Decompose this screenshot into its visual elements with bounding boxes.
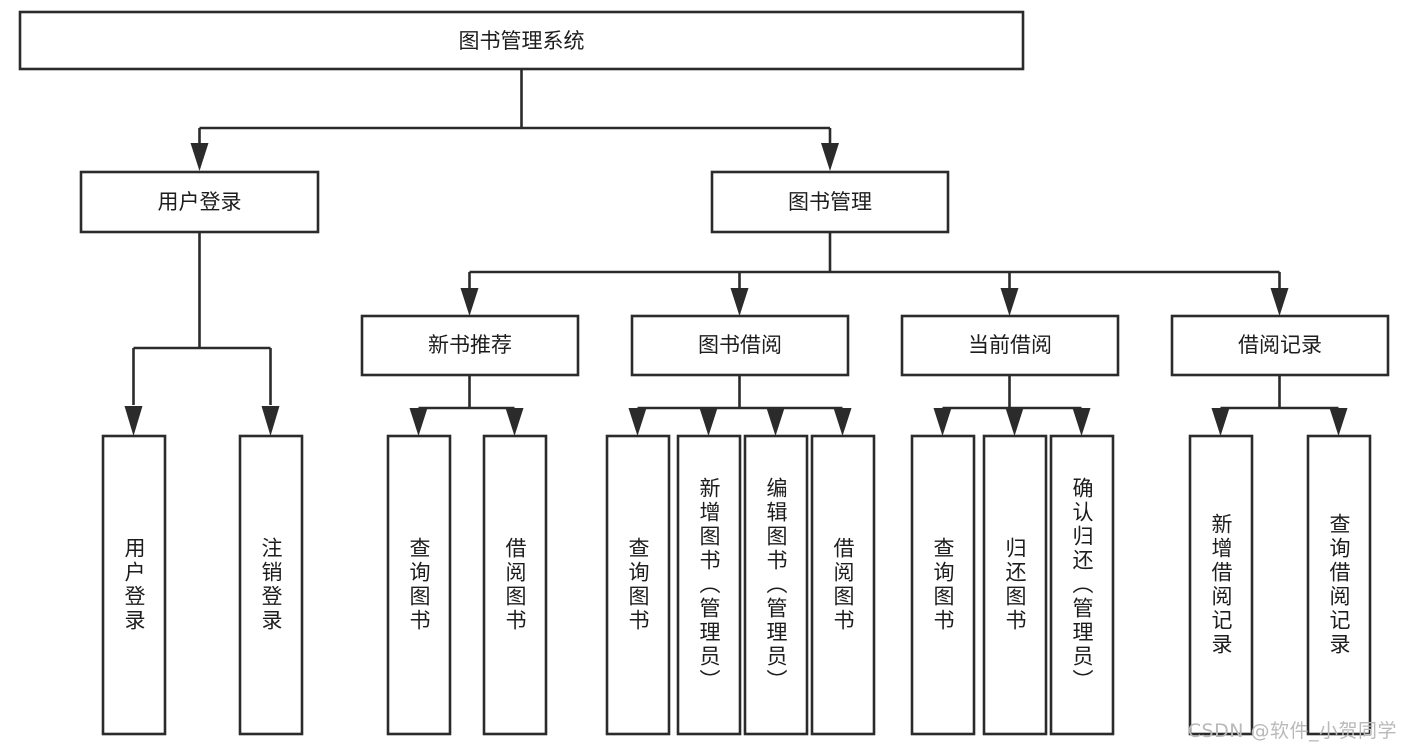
node-leaf-user-login[interactable] xyxy=(101,434,167,736)
node-book-manage-label: 图书管理 xyxy=(788,190,872,214)
node-book-borrow-label: 图书借阅 xyxy=(698,333,782,357)
arrow-head-leaf-user-login xyxy=(124,406,143,436)
node-leaf-borrow-book-2[interactable] xyxy=(810,434,876,736)
arrow-head-leaf-confirm-return xyxy=(1072,408,1091,436)
node-borrow-record-label: 借阅记录 xyxy=(1238,333,1322,357)
node-book-manage[interactable]: 图书管理 xyxy=(710,170,950,234)
node-user-login-label: 用户登录 xyxy=(158,190,242,214)
node-root[interactable]: 图书管理系统 xyxy=(18,10,1025,71)
arrow-head-borrow-record xyxy=(1270,288,1289,316)
arrow-head-leaf-query-book-2 xyxy=(628,408,647,436)
node-borrow-record[interactable]: 借阅记录 xyxy=(1170,314,1390,377)
csdn-watermark: CSDN @软件_小贺同学 xyxy=(1187,720,1397,742)
node-new-book-rec[interactable]: 新书推荐 xyxy=(360,314,580,377)
connector-layer xyxy=(124,69,1348,436)
node-current-borrow-label: 当前借阅 xyxy=(968,333,1052,357)
node-leaf-return-book[interactable] xyxy=(982,434,1048,736)
arrow-head-leaf-add-book xyxy=(699,408,718,436)
node-leaf-add-record[interactable] xyxy=(1188,434,1254,736)
node-leaf-add-book[interactable] xyxy=(676,434,742,736)
arrow-head-user-login xyxy=(190,143,209,171)
node-user-login[interactable]: 用户登录 xyxy=(79,170,320,234)
arrow-head-leaf-edit-book xyxy=(766,408,785,436)
node-new-book-rec-label: 新书推荐 xyxy=(428,333,512,357)
arrow-head-leaf-query-record xyxy=(1329,408,1348,436)
node-leaf-edit-book[interactable] xyxy=(743,434,809,736)
node-leaf-query-record[interactable] xyxy=(1306,434,1372,736)
node-current-borrow[interactable]: 当前借阅 xyxy=(900,314,1120,377)
node-leaf-logout[interactable] xyxy=(238,434,304,736)
arrow-head-leaf-borrow-book-1 xyxy=(505,408,524,436)
node-leaf-query-book-1[interactable] xyxy=(386,434,452,736)
arrow-head-current-borrow xyxy=(1000,288,1019,316)
node-book-borrow[interactable]: 图书借阅 xyxy=(630,314,850,377)
arrow-head-leaf-return-book xyxy=(1005,408,1024,436)
node-leaf-confirm-return[interactable] xyxy=(1049,434,1115,736)
arrow-head-leaf-query-book-1 xyxy=(409,408,428,436)
node-leaf-query-book-2[interactable] xyxy=(605,434,671,736)
arrow-head-new-book-rec xyxy=(460,288,479,316)
arrow-head-leaf-add-record xyxy=(1211,408,1230,436)
arrow-head-book-borrow xyxy=(730,288,749,316)
node-root-label: 图书管理系统 xyxy=(459,29,585,53)
node-leaf-borrow-book-1[interactable] xyxy=(482,434,548,736)
arrow-head-leaf-borrow-book-2 xyxy=(833,408,852,436)
arrow-head-leaf-logout xyxy=(261,406,280,436)
arrow-head-book-manage xyxy=(821,143,839,171)
node-leaf-query-book-3[interactable] xyxy=(910,434,976,736)
node-layer: 图书管理系统 用户登录 图书管理 新书推荐 图书借阅 当前 xyxy=(18,10,1390,736)
arrow-head-leaf-query-book-3 xyxy=(933,408,952,436)
